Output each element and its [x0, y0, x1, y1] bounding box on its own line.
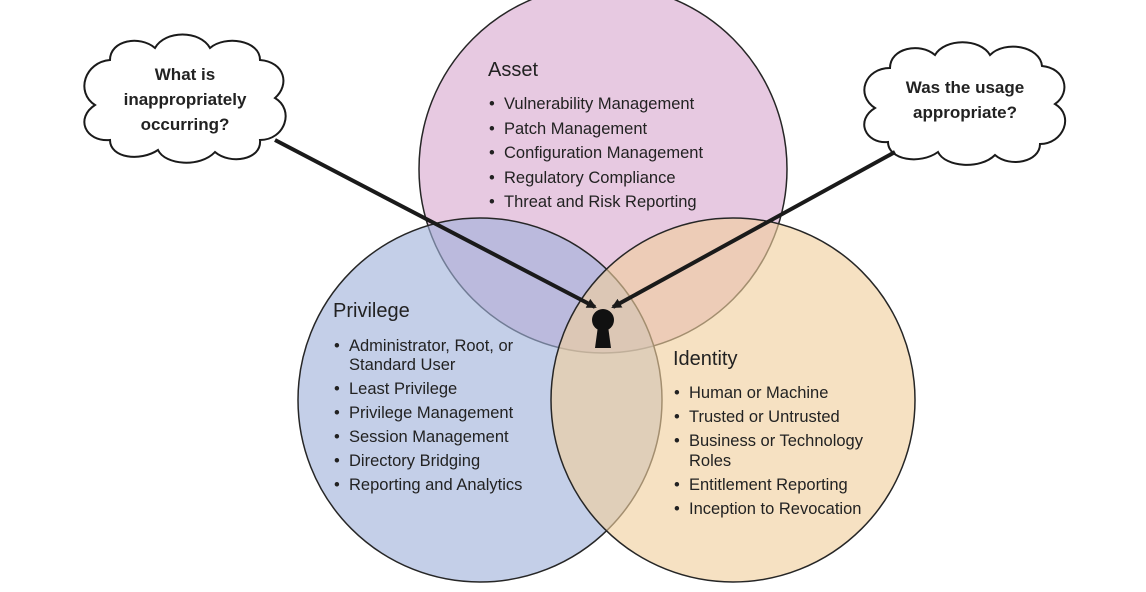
- asset-item: Threat and Risk Reporting: [489, 190, 703, 215]
- identity-item: Inception to Revocation: [674, 497, 863, 521]
- asset-title: Asset: [488, 59, 539, 81]
- left-thought-cloud: [83, 33, 287, 164]
- right-cloud-question: Was the usage appropriate?: [880, 75, 1050, 125]
- privilege-item: Least Privilege: [334, 377, 522, 401]
- asset-item: Configuration Management: [489, 141, 703, 166]
- left-cloud-question: What is inappropriately occurring?: [100, 62, 270, 137]
- right-cloud-line-1: Was the usage: [905, 78, 1025, 97]
- left-cloud-line-1: What is: [154, 65, 216, 84]
- right-thought-cloud: [863, 41, 1067, 166]
- privilege-title: Privilege: [333, 300, 410, 322]
- privilege-item: Administrator, Root, or: [334, 334, 522, 358]
- privilege-item: Reporting and Analytics: [334, 473, 522, 497]
- right-cloud-line-2: appropriate?: [913, 103, 1017, 122]
- privilege-item: Privilege Management: [334, 401, 522, 425]
- identity-item: Trusted or Untrusted: [674, 405, 863, 429]
- right-arrow: [611, 150, 896, 309]
- keyhole-icon: [592, 309, 614, 348]
- privilege-item: Directory Bridging: [334, 449, 522, 473]
- asset-item: Patch Management: [489, 117, 703, 142]
- privilege-item-continuation: Standard User: [349, 356, 456, 374]
- asset-list: Vulnerability Management Patch Managemen…: [488, 92, 703, 215]
- privilege-list: Administrator, Root, or Standard User Le…: [333, 334, 522, 497]
- identity-item: Business or Technology: [674, 429, 863, 453]
- identity-item: Entitlement Reporting: [674, 473, 863, 497]
- left-arrow: [274, 138, 597, 309]
- privilege-item: Session Management: [334, 425, 522, 449]
- identity-list: Human or Machine Trusted or Untrusted Bu…: [673, 381, 863, 521]
- left-cloud-line-3: occurring?: [140, 115, 230, 134]
- identity-item-continuation: Roles: [689, 452, 732, 470]
- asset-item: Vulnerability Management: [489, 92, 703, 117]
- left-cloud-line-2: inappropriately: [123, 90, 247, 109]
- identity-item: Human or Machine: [674, 381, 863, 405]
- asset-item: Regulatory Compliance: [489, 166, 703, 191]
- identity-title: Identity: [673, 348, 738, 370]
